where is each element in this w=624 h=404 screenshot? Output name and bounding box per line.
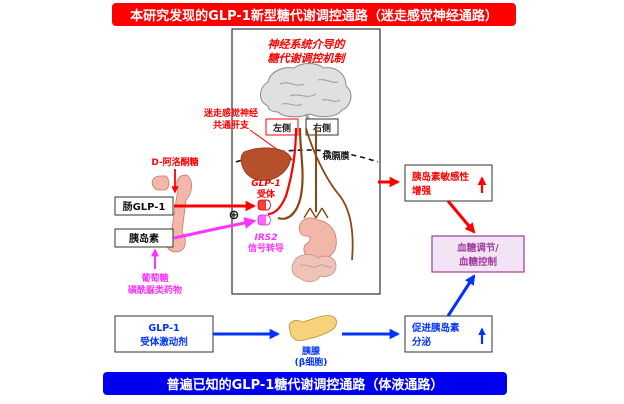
top-banner: 本研究发现的GLP-1新型糖代谢调控通路（迷走感觉神经通路） [112,3,516,26]
svg-text:肠GLP-1: 肠GLP-1 [123,201,166,213]
brain-icon [260,63,352,130]
nerve-fibers [267,127,354,261]
top-banner-text: 本研究发现的GLP-1新型糖代谢调控通路（迷走感觉神经通路） [130,8,498,24]
svg-text:右侧: 右侧 [312,122,331,134]
side-label-left: 左侧 [265,118,299,136]
sulfonyl-line1: 葡萄糖 [140,272,168,284]
d-allulose-label: D-阿洛酮糖 [151,156,198,168]
gut-glp1-box: 肠GLP-1 [114,196,174,216]
liver-icon [240,147,291,181]
svg-text:胰岛素敏感性: 胰岛素敏感性 [412,171,470,183]
glp1-receptor-icon [257,199,271,211]
svg-text:血糖调节/: 血糖调节/ [457,242,499,254]
plus-symbol: ⊕ [229,208,240,223]
sensitivity-to-glucose-arrow [446,200,476,234]
irs2-receptor-icon [257,214,271,226]
svg-text:GLP-1: GLP-1 [148,323,179,334]
diaphragm-label: 横膈膜 [322,150,350,162]
sulfonyl-line2: 磺酰脲类药物 [128,284,182,296]
svg-text:胰岛素: 胰岛素 [129,232,159,245]
neural-title-line1: 神经系统介导的 [268,38,347,51]
side-label-right: 右侧 [305,118,339,136]
insulin-box: 胰岛素 [114,228,174,248]
irs2-line1: IRS2 [254,233,277,243]
glp1-receptor-line2: 受体 [257,188,276,200]
vagal-label-line2: 共通肝支 [213,119,250,131]
pancreas-icon [288,315,337,341]
vagal-label-line1: 迷走感觉神经 [203,107,258,119]
bottom-banner-text: 普遍已知的GLP-1糖代谢调控通路（体液通路） [167,377,444,393]
glp1-receptor-line1: GLP-1 [251,179,281,189]
neural-title-line2: 糖代谢调控机制 [268,52,347,65]
irs2-line2: 信号转导 [248,242,284,254]
insulin-sensitivity-box: 胰岛素敏感性 增强 [404,164,493,202]
diaphragm-line [235,149,379,163]
insulin-to-irs2-arrow [173,217,257,240]
intestine-icon [291,254,337,282]
svg-text:受体激动剂: 受体激动剂 [140,336,188,348]
glucose-regulation-box: 血糖调节/ 血糖控制 [431,235,525,273]
svg-text:促进胰岛素: 促进胰岛素 [411,322,460,334]
pancreas-line1: 胰腺 [302,345,321,357]
svg-text:血糖控制: 血糖控制 [459,256,498,268]
svg-text:左侧: 左侧 [272,122,291,134]
glp1-agonist-box: GLP-1 受体激动剂 [114,315,214,353]
secretion-to-glucose-arrow [446,274,476,317]
svg-text:增强: 增强 [412,185,432,197]
insulin-secretion-box: 促进胰岛素 分泌 [404,315,493,353]
bottom-banner: 普遍已知的GLP-1糖代谢调控通路（体液通路） [103,372,507,395]
svg-text:分泌: 分泌 [412,336,432,348]
pancreas-line2: (β细胞) [295,356,328,368]
